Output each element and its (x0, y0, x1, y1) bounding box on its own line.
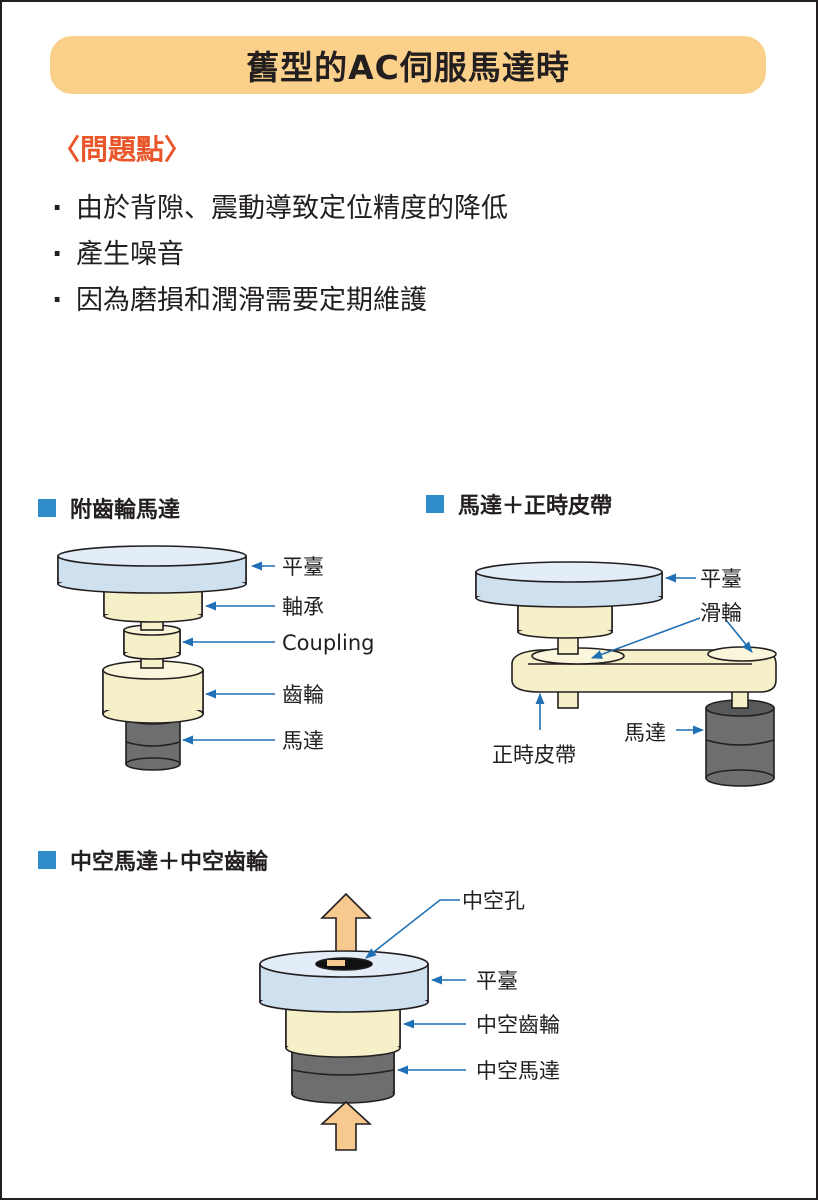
hollow-motor-diagram (259, 892, 429, 1151)
blue-square-icon (38, 499, 56, 517)
list-item: · 因為磨損和潤滑需要定期維護 (52, 278, 508, 324)
bullet-icon: · (52, 193, 63, 224)
problems-heading: 〈問題點〉 (52, 133, 193, 166)
motor-shape (705, 699, 775, 787)
label-table: 平臺 (282, 555, 324, 579)
label-table: 平臺 (700, 567, 742, 591)
table-shape (57, 545, 247, 594)
hollow-gear-shape (285, 1007, 401, 1058)
hollow-motor-arrows (365, 899, 466, 1075)
pulley-shape (707, 646, 777, 662)
gear-motor-arrows (181, 561, 275, 745)
gear-shape (102, 660, 204, 724)
up-arrow-icon (320, 892, 372, 959)
problem-text: 因為磨損和潤滑需要定期維護 (76, 285, 427, 316)
hollow-motor-title: 中空馬達＋中空齒輪 (38, 844, 268, 876)
hollow-motor-title-text: 中空馬達＋中空齒輪 (70, 850, 269, 875)
bearing-shape (103, 589, 203, 623)
title-bar: 舊型的AC伺服馬達時 (50, 36, 766, 94)
up-arrow-icon (319, 1100, 373, 1151)
label-hollow-hole: 中空孔 (462, 889, 525, 913)
table-shape (259, 950, 429, 1013)
list-item: · 由於背隙、震動導致定位精度的降低 (52, 186, 508, 232)
label-motor: 馬達 (624, 721, 666, 745)
belt-motor-arrows (535, 573, 753, 735)
label-coupling: Coupling (282, 631, 374, 655)
problem-list: · 由於背隙、震動導致定位精度的降低 · 產生噪音 · 因為磨損和潤滑需要定期維護 (52, 186, 508, 324)
label-motor: 馬達 (282, 729, 324, 753)
label-hollow-motor: 中空馬達 (476, 1059, 560, 1083)
label-timing-belt: 正時皮帶 (492, 743, 576, 767)
gear-motor-title: 附齒輪馬達 (38, 492, 180, 524)
belt-motor-diagram (475, 561, 777, 787)
label-bearing: 軸承 (282, 595, 324, 619)
blue-square-icon (426, 495, 444, 513)
table-shape (475, 561, 663, 608)
page-title: 舊型的AC伺服馬達時 (246, 48, 570, 87)
problem-text: 由於背隙、震動導致定位精度的降低 (76, 193, 508, 224)
bullet-icon: · (52, 239, 63, 270)
problem-text: 產生噪音 (76, 239, 184, 270)
label-table: 平臺 (476, 969, 518, 993)
gear-motor-diagram (57, 545, 247, 771)
label-pulley: 滑輪 (700, 601, 742, 625)
belt-motor-title: 馬達＋正時皮帶 (426, 488, 612, 520)
blue-square-icon (38, 851, 56, 869)
label-gear: 齒輪 (282, 683, 324, 707)
coupling-shape (123, 624, 181, 660)
label-hollow-gear: 中空齒輪 (476, 1013, 560, 1037)
belt-motor-title-text: 馬達＋正時皮帶 (458, 494, 613, 519)
bullet-icon: · (52, 285, 63, 316)
list-item: · 產生噪音 (52, 232, 508, 278)
gear-motor-title-text: 附齒輪馬達 (70, 498, 181, 523)
